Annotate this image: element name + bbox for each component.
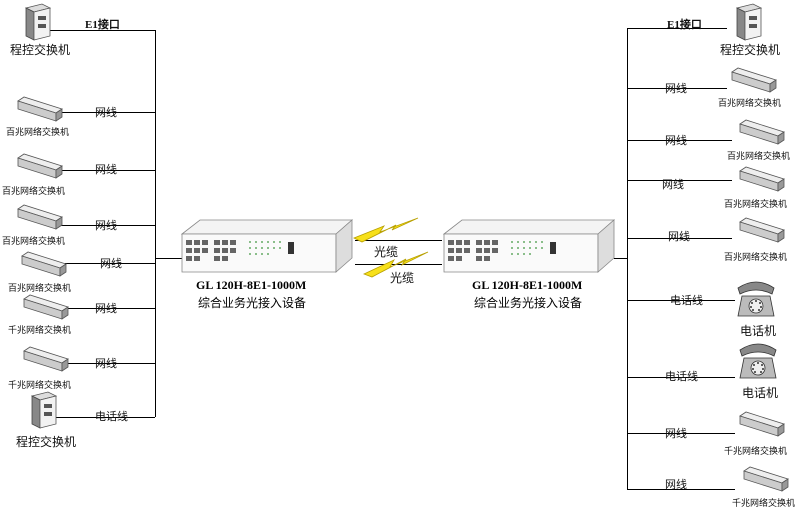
optical-access-device-icon bbox=[180, 219, 354, 273]
right-branch-line bbox=[627, 433, 735, 434]
network-switch-icon bbox=[17, 204, 63, 230]
right-switch-label: 千兆网络交换机 bbox=[732, 499, 796, 509]
right-phone-label: 电话机 bbox=[742, 386, 779, 400]
left-bottom-pbx-label: 程控交换机 bbox=[16, 435, 77, 449]
right-branch-line bbox=[627, 238, 732, 239]
left-cable-label: 网线 bbox=[95, 302, 117, 315]
right-branch-line bbox=[627, 377, 735, 378]
right-cable-label: 电话线 bbox=[665, 370, 698, 383]
left-bus-line bbox=[155, 30, 156, 417]
fiber-line bbox=[355, 264, 442, 265]
network-switch-icon bbox=[23, 294, 69, 320]
telephone-icon bbox=[739, 343, 777, 379]
lightning-icon bbox=[362, 251, 429, 278]
left-branch-line bbox=[60, 112, 155, 113]
left-switch-label: 百兆网络交换机 bbox=[6, 128, 70, 138]
pbx-server-icon bbox=[24, 3, 52, 41]
left-switch-label: 百兆网络交换机 bbox=[2, 187, 66, 197]
right-branch-line bbox=[627, 28, 727, 29]
right-cable-label: 网线 bbox=[665, 134, 687, 147]
left-switch-label: 百兆网络交换机 bbox=[2, 237, 66, 247]
left-branch-line bbox=[65, 363, 155, 364]
right-phone-label: 电话机 bbox=[740, 324, 777, 338]
right-top-pbx-label: 程控交换机 bbox=[720, 43, 781, 57]
left-branch-line bbox=[60, 170, 155, 171]
right-cable-label: 网线 bbox=[665, 478, 687, 491]
right-switch-label: 百兆网络交换机 bbox=[724, 200, 788, 210]
left-cable-label: 网线 bbox=[95, 163, 117, 176]
right-switch-label: 百兆网络交换机 bbox=[718, 99, 782, 109]
right-cable-label: 网线 bbox=[662, 178, 684, 191]
pbx-server-icon bbox=[30, 391, 58, 429]
right-bus-line bbox=[627, 28, 628, 489]
lightning-icon bbox=[353, 217, 419, 243]
optical-access-device-icon bbox=[442, 219, 616, 273]
network-switch-icon bbox=[21, 251, 67, 277]
left-e1-label: E1接口 bbox=[85, 19, 120, 31]
pbx-server-icon bbox=[735, 3, 763, 41]
right-trunk-line bbox=[614, 258, 627, 259]
left-branch-line bbox=[65, 308, 155, 309]
left-top-pbx-label: 程控交换机 bbox=[10, 43, 71, 57]
right-e1-label: E1接口 bbox=[667, 19, 702, 31]
right-device-description: 综合业务光接入设备 bbox=[474, 296, 583, 310]
telephone-icon bbox=[737, 281, 775, 317]
right-branch-line bbox=[627, 300, 735, 301]
right-cable-label: 电话线 bbox=[670, 294, 703, 307]
left-branch-line bbox=[65, 263, 155, 264]
left-device-model: GL 120H-8E1-1000M bbox=[196, 278, 307, 292]
fiber-line bbox=[355, 240, 442, 241]
left-switch-label: 千兆网络交换机 bbox=[8, 381, 72, 391]
fiber-label: 光缆 bbox=[374, 245, 399, 259]
network-switch-icon bbox=[739, 411, 785, 437]
network-switch-icon bbox=[739, 119, 785, 145]
left-cable-label: 网线 bbox=[100, 257, 122, 270]
network-switch-icon bbox=[731, 67, 777, 93]
left-trunk-line bbox=[155, 258, 185, 259]
right-branch-line bbox=[627, 140, 732, 141]
left-cable-label: 网线 bbox=[95, 106, 117, 119]
network-switch-icon bbox=[17, 153, 63, 179]
right-device-model: GL 120H-8E1-1000M bbox=[472, 278, 583, 292]
right-switch-label: 百兆网络交换机 bbox=[724, 253, 788, 263]
left-cable-label: 网线 bbox=[95, 219, 117, 232]
network-switch-icon bbox=[17, 96, 63, 122]
left-phone-line-label: 电话线 bbox=[95, 410, 128, 423]
left-device-description: 综合业务光接入设备 bbox=[198, 296, 307, 310]
left-cable-label: 网线 bbox=[95, 357, 117, 370]
right-switch-label: 百兆网络交换机 bbox=[727, 152, 791, 162]
right-cable-label: 网线 bbox=[665, 82, 687, 95]
left-branch-line bbox=[45, 30, 155, 31]
network-switch-icon bbox=[739, 166, 785, 192]
network-switch-icon bbox=[23, 346, 69, 372]
network-switch-icon bbox=[739, 217, 785, 243]
left-switch-label: 百兆网络交换机 bbox=[8, 284, 72, 294]
left-branch-line bbox=[55, 417, 155, 418]
right-branch-line bbox=[627, 88, 727, 89]
right-branch-line bbox=[627, 489, 735, 490]
right-switch-label: 千兆网络交换机 bbox=[724, 447, 788, 457]
network-switch-icon bbox=[743, 466, 789, 492]
right-branch-line bbox=[627, 180, 732, 181]
left-branch-line bbox=[60, 225, 155, 226]
right-cable-label: 网线 bbox=[668, 230, 690, 243]
fiber-label: 光缆 bbox=[390, 271, 415, 285]
right-cable-label: 网线 bbox=[665, 427, 687, 440]
left-switch-label: 千兆网络交换机 bbox=[8, 326, 72, 336]
